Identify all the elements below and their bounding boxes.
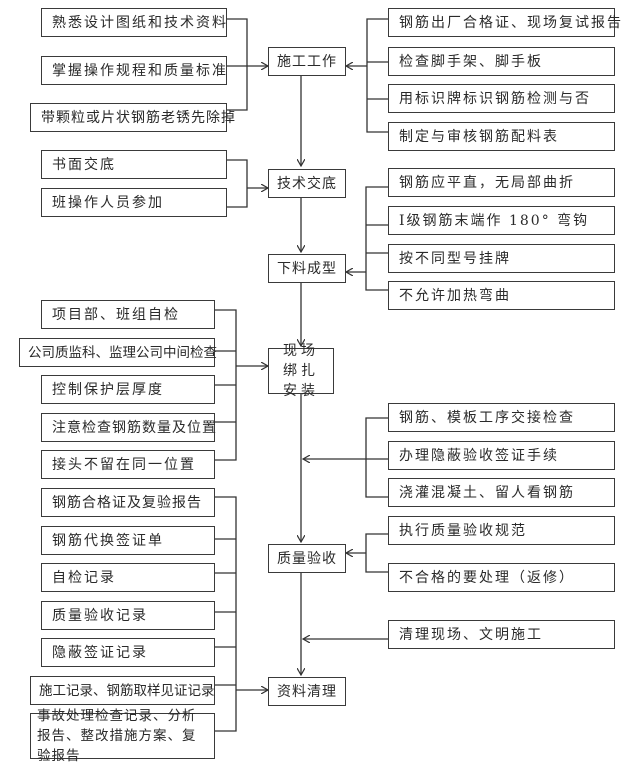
s4-left-item: 项目部、班组自检 bbox=[41, 300, 215, 329]
bracket-s6-left bbox=[214, 496, 237, 732]
s5-s6-right-item: 清理现场、文明施工 bbox=[388, 620, 615, 649]
s6-left-item: 自检记录 bbox=[41, 563, 215, 592]
s4-left-item: 公司质监科、监理公司中间检查 bbox=[19, 338, 217, 367]
s4-s5-right-item: 办理隐蔽验收签证手续 bbox=[388, 441, 615, 470]
step-cutting-forming: 下料成型 bbox=[268, 254, 346, 283]
bracket-s2-left bbox=[226, 159, 248, 208]
step-document-cleanup: 资料清理 bbox=[268, 677, 346, 706]
bracket-s1-left bbox=[226, 18, 248, 111]
s1-left-item: 掌握操作规程和质量标准 bbox=[41, 56, 227, 85]
s1-right-item: 制定与审核钢筋配料表 bbox=[388, 122, 615, 151]
s3-right-item: 不允许加热弯曲 bbox=[388, 281, 615, 310]
s6-left-item: 隐蔽签证记录 bbox=[41, 638, 215, 667]
s1-left-item: 熟悉设计图纸和技术资料 bbox=[41, 8, 227, 37]
s6-left-item: 事故处理检查记录、分析报告、整改措施方案、复验报告 bbox=[30, 708, 215, 764]
step-onsite-binding: 现场绑扎安装 bbox=[268, 343, 334, 399]
s2-left-item: 班操作人员参加 bbox=[41, 188, 227, 217]
step-construction-prep: 施工工作 bbox=[268, 47, 346, 76]
s5-right-item: 不合格的要处理（返修） bbox=[388, 563, 615, 592]
s4-left-item: 接头不留在同一位置 bbox=[41, 450, 215, 479]
s6-left-item: 质量验收记录 bbox=[41, 601, 215, 630]
bracket-s4-left bbox=[214, 309, 237, 461]
step-quality-acceptance: 质量验收 bbox=[268, 544, 346, 573]
s3-right-item: 按不同型号挂牌 bbox=[388, 244, 615, 273]
s4-left-item: 控制保护层厚度 bbox=[41, 375, 215, 404]
s1-right-item: 用标识牌标识钢筋检测与否 bbox=[388, 84, 615, 113]
s1-right-item: 钢筋出厂合格证、现场复试报告 bbox=[388, 8, 621, 37]
s3-right-item: Ⅰ级钢筋末端作 180° 弯钩 bbox=[388, 206, 615, 235]
s4-s5-right-item: 浇灌混凝土、留人看钢筋 bbox=[388, 478, 615, 507]
step-technical-briefing: 技术交底 bbox=[268, 169, 346, 198]
bracket-s4-s5-right bbox=[365, 417, 389, 498]
s4-left-item: 注意检查钢筋数量及位置 bbox=[41, 413, 216, 442]
s1-left-item: 带颗粒或片状钢筋老锈先除掉 bbox=[30, 103, 235, 132]
s5-right-item: 执行质量验收规范 bbox=[388, 516, 615, 545]
s1-right-item: 检查脚手架、脚手板 bbox=[388, 47, 615, 76]
s3-right-item: 钢筋应平直，无局部曲折 bbox=[388, 168, 615, 197]
s6-left-item: 钢筋代换签证单 bbox=[41, 526, 215, 555]
bracket-s1-right bbox=[366, 18, 389, 133]
s4-s5-right-item: 钢筋、模板工序交接检查 bbox=[388, 403, 615, 432]
s6-left-item: 施工记录、钢筋取样见证记录 bbox=[30, 676, 215, 705]
s2-left-item: 书面交底 bbox=[41, 150, 227, 179]
bracket-s5-right bbox=[365, 533, 389, 573]
s6-left-item: 钢筋合格证及复验报告 bbox=[41, 488, 215, 517]
bracket-s3-right bbox=[365, 186, 389, 291]
